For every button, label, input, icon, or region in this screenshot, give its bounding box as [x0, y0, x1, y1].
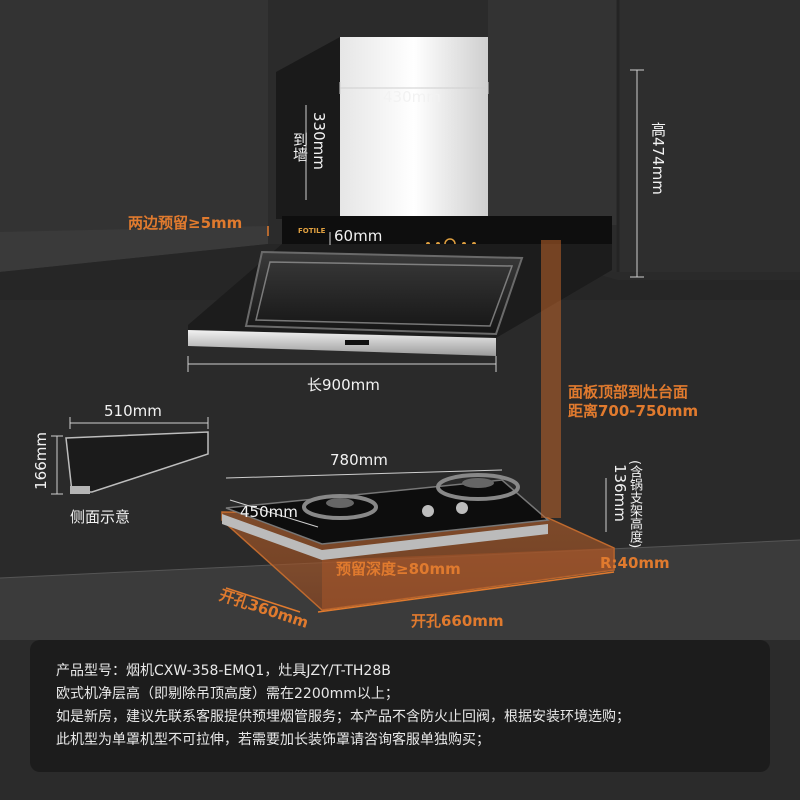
knob-left: [422, 505, 434, 517]
upper-cabinet-left: [0, 0, 268, 232]
side-view-height: 166mm: [32, 432, 50, 490]
info-line-model: 产品型号：烟机CXW-358-EMQ1，灶具JZY/T-TH28B: [56, 663, 391, 679]
panel-to-stove-label: 面板顶部到灶台面: [568, 383, 689, 401]
hood-depth-label: 330mm: [310, 112, 328, 170]
hood-length-label: 长900mm: [307, 376, 380, 394]
info-line-height: 欧式机净层高（即剔除吊顶高度）需在2200mm以上；: [56, 686, 399, 702]
panel-offset-label: 60mm: [334, 227, 383, 245]
stove-width-label: 780mm: [330, 451, 388, 469]
product-info-panel: 产品型号：烟机CXW-358-EMQ1，灶具JZY/T-TH28B 欧式机净层高…: [30, 640, 770, 772]
depth-reserve-label: 预留深度≥80mm: [336, 560, 461, 578]
panel-to-stove-range: 距离700-750mm: [568, 402, 699, 420]
burner-left: [302, 494, 378, 520]
hood-height-label: 高474mm: [649, 122, 667, 195]
to-wall-label: 到墙: [291, 132, 309, 162]
upper-cabinet-far-right: [618, 0, 800, 280]
knob-right: [456, 502, 468, 514]
info-line-extension: 此机型为单罩机型不可拉伸，若需要加长装饰罩请咨询客服单独购买；: [56, 732, 490, 748]
info-line-newhouse: 如是新房，建议先联系客服提供预埋烟管服务；本产品不含防火止回阀，根据安装环境选购…: [56, 709, 630, 725]
side-view-caption: 侧面示意: [70, 508, 131, 526]
hood-width-label: 430mm: [383, 88, 441, 106]
side-view-hood: [65, 431, 209, 493]
upper-cabinet-right: [488, 0, 618, 225]
stove-top: [225, 479, 550, 545]
cut-width-label: 开孔660mm: [411, 612, 504, 630]
side-view-width: 510mm: [104, 402, 162, 420]
brand-logo: FOTILE: [298, 227, 326, 235]
hood-glass: [244, 250, 524, 336]
side-gap-label: 两边预留≥5mm: [128, 214, 243, 232]
radius-label: R:40mm: [600, 554, 670, 572]
stove-depth-label: 450mm: [240, 503, 298, 521]
hood-chimney: [340, 37, 488, 219]
stove-height-note: (含锅支架高度): [627, 460, 642, 549]
burner-right: [436, 473, 520, 501]
hood-front-strip: [188, 330, 496, 356]
stove-height-label: 136mm: [611, 464, 629, 522]
panel-to-stove-column: [541, 240, 561, 518]
